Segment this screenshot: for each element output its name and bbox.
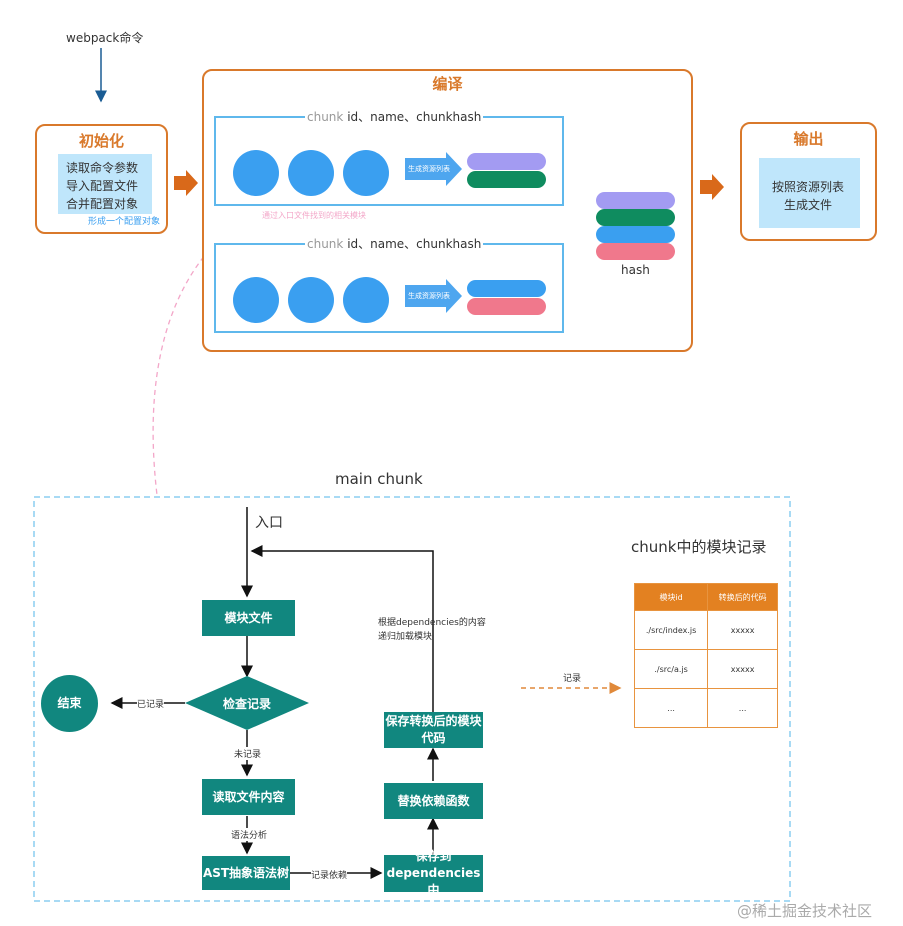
init-steps-box [58, 154, 152, 214]
module-records-table: 模块id 转换后的代码 ./src/index.js xxxxx ./src/a… [633, 583, 778, 728]
table-row: ./src/index.js xxxxx [633, 610, 778, 650]
table-cell: xxxxx [707, 610, 778, 650]
chunk-2-module-2 [288, 277, 334, 323]
table-cell: ... [707, 688, 778, 728]
end-node: 结束 [41, 675, 98, 732]
table-header-module-id: 模块id [633, 583, 709, 611]
recorded-label: 已记录 [137, 697, 165, 710]
replace-fn-node: 替换依赖函数 [384, 783, 483, 819]
entry-label: 入口 [255, 515, 283, 531]
hash-blue [596, 226, 675, 243]
chunk-2-module-1 [233, 277, 279, 323]
read-content-node: 读取文件内容 [202, 779, 295, 815]
save-deps-line-2: dependencies中 [386, 866, 481, 897]
record-deps-label: 记录依赖 [311, 868, 348, 881]
hash-pink [596, 243, 675, 260]
hash-green [596, 209, 675, 226]
table-header-row: 模块id 转换后的代码 [633, 583, 778, 611]
chunk-1-resource-purple [467, 153, 546, 170]
chunk-2-gen-label: 生成资源列表 [408, 292, 450, 300]
chunk-1-module-1 [233, 150, 279, 196]
entry-modules-note: 通过入口文件找到的相关模块 [262, 211, 366, 220]
save-code-node: 保存转换后的模块 代码 [384, 712, 483, 748]
output-step-1: 按照资源列表 [772, 180, 845, 194]
ast-node: AST抽象语法树 [202, 856, 290, 890]
init-step-3: 合并配置对象 [66, 197, 139, 211]
table-cell: ./src/a.js [633, 649, 709, 689]
table-cell: xxxxx [707, 649, 778, 689]
not-recorded-label: 未记录 [234, 747, 262, 760]
init-title: 初始化 [78, 132, 124, 150]
init-stage-box: 初始化 [35, 124, 168, 234]
init-step-1: 读取命令参数 [66, 161, 139, 175]
chunk-1-resource-green [467, 171, 546, 188]
chunk-2-resource-pink [467, 298, 546, 315]
watermark: @稀土掘金技术社区 [737, 902, 873, 920]
init-note: 形成一个配置对象 [88, 217, 161, 227]
hash-purple [596, 192, 675, 209]
recursive-load-line-1: 根据dependencies的内容 [378, 618, 486, 628]
compile-to-output-arrow [700, 174, 724, 200]
chunk-1-label: chunk id、name、chunkhash [305, 108, 484, 125]
webpack-command-label: webpack命令 [66, 31, 144, 45]
record-label: 记录 [563, 674, 582, 684]
chunk-2-resource-blue [467, 280, 546, 297]
table-cell: ./src/index.js [633, 610, 709, 650]
chunk-1-module-3 [343, 150, 389, 196]
records-title: chunk中的模块记录 [631, 538, 767, 556]
save-deps-line-1: 保存到 [415, 849, 452, 863]
table-row: ./src/a.js xxxxx [633, 649, 778, 689]
init-to-compile-arrow [174, 170, 198, 196]
init-step-2: 导入配置文件 [66, 179, 139, 193]
syntax-analysis-label: 语法分析 [231, 828, 268, 841]
main-chunk-title: main chunk [335, 470, 423, 488]
table-row: ... ... [633, 688, 778, 728]
save-deps-node: 保存到 dependencies中 [384, 849, 483, 897]
save-code-line-1: 保存转换后的模块 [385, 714, 482, 728]
chunk-2-module-3 [343, 277, 389, 323]
output-title: 输出 [793, 130, 824, 148]
module-file-node: 模块文件 [202, 600, 295, 636]
table-header-code: 转换后的代码 [707, 583, 778, 611]
output-stage-box: 输出 [740, 122, 877, 241]
check-record-diamond [185, 676, 309, 730]
save-code-line-2: 代码 [421, 731, 446, 745]
chunk-1-gen-label: 生成资源列表 [408, 165, 450, 173]
hash-label: hash [621, 263, 650, 277]
chunk-2-label: chunk id、name、chunkhash [305, 235, 484, 252]
output-steps-box [759, 158, 860, 228]
check-record-label: 检查记录 [223, 697, 272, 711]
recursive-load-line-2: 递归加载模块 [378, 632, 433, 642]
compile-title: 编译 [432, 75, 463, 93]
table-cell: ... [633, 688, 709, 728]
chunk-1-module-2 [288, 150, 334, 196]
output-step-2: 生成文件 [784, 198, 833, 212]
